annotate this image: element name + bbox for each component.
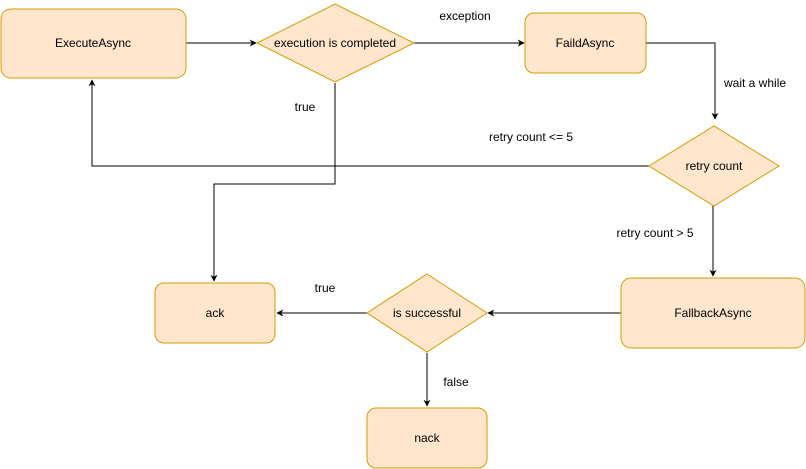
process-box: [524, 12, 647, 74]
edge-label-true-completed: true: [295, 100, 316, 114]
process-box: [366, 407, 488, 469]
decision-diamond: [648, 125, 780, 207]
process-box: [620, 277, 806, 349]
node-nack[interactable]: nack: [366, 407, 488, 469]
node-label-retry-count: retry count: [686, 159, 743, 173]
edge-label-retry-le-5: retry count <= 5: [489, 130, 573, 144]
node-is-successful[interactable]: is successful: [366, 273, 488, 353]
process-box: [154, 282, 276, 344]
edge-completed-to-ack: [210, 83, 336, 282]
node-label-ack: ack: [206, 306, 226, 320]
edge-label-exception: exception: [439, 9, 490, 23]
node-faild-async[interactable]: FaildAsync: [524, 12, 647, 74]
node-ack[interactable]: ack: [154, 282, 276, 344]
edge-label-false-successful: false: [443, 375, 469, 389]
node-execution-completed[interactable]: execution is completed: [255, 3, 416, 83]
edges: [88, 39, 719, 407]
edge-label-true-successful: true: [315, 281, 336, 295]
process-box: [0, 8, 187, 79]
nodes: ExecuteAsync execution is completed Fail…: [0, 3, 806, 469]
node-label-is-successful: is successful: [393, 306, 461, 320]
edge-label-retry-gt-5: retry count > 5: [616, 226, 693, 240]
edge-faild-to-retry: [646, 42, 719, 120]
node-label-execute-async: ExecuteAsync: [55, 36, 131, 50]
edge-label-wait-a-while: wait a while: [723, 76, 786, 90]
decision-diamond: [255, 3, 416, 83]
node-label-execution-completed: execution is completed: [274, 36, 396, 50]
edge-retry-to-execute: [88, 79, 649, 167]
node-execute-async[interactable]: ExecuteAsync: [0, 8, 187, 79]
node-label-faild-async: FaildAsync: [556, 36, 615, 50]
edge-labels: exception wait a while true retry count …: [295, 9, 787, 389]
node-label-nack: nack: [414, 431, 440, 445]
decision-diamond: [366, 273, 488, 353]
node-fallback-async[interactable]: FallbackAsync: [620, 277, 806, 349]
node-label-fallback-async: FallbackAsync: [674, 306, 751, 320]
node-retry-count[interactable]: retry count: [648, 125, 780, 207]
